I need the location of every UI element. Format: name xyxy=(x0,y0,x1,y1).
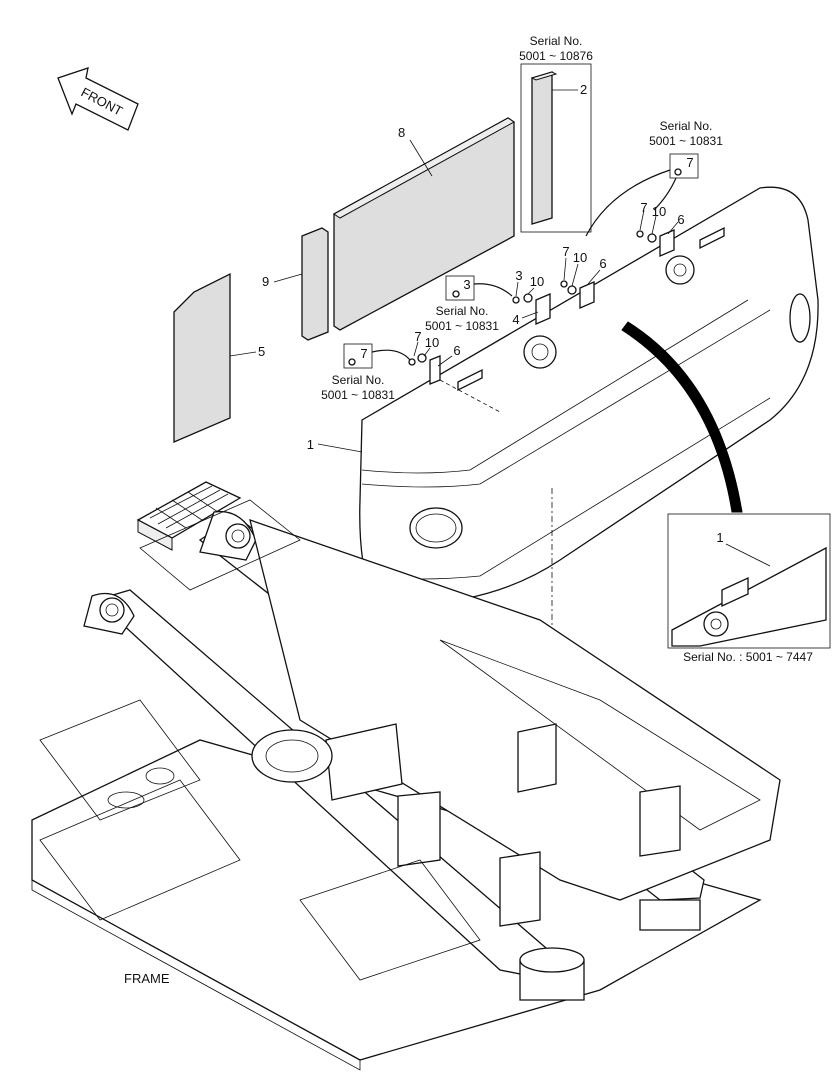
part-number-5: 5 xyxy=(258,344,265,359)
frame-structure xyxy=(31,499,781,1071)
pad-part-2: 2 xyxy=(530,71,587,225)
pad-part-8: 8 xyxy=(333,117,515,331)
callout-3: 3 Serial No. 5001 ~ 10831 xyxy=(425,275,513,333)
part-number-2: 2 xyxy=(580,82,587,97)
part-number-3b: 3 xyxy=(515,268,522,283)
callout-7-right-number: 7 xyxy=(686,155,693,170)
part-number-10b: 10 xyxy=(530,274,544,289)
step-plate xyxy=(136,481,242,551)
frame-label: FRAME xyxy=(124,971,170,986)
detail-pointer xyxy=(621,321,743,513)
front-arrow: FRONT xyxy=(57,67,139,131)
callout-7-left: 7 Serial No. 5001 ~ 10831 xyxy=(321,343,411,402)
part-number-4: 4 xyxy=(512,312,519,327)
serial-title: Serial No. xyxy=(660,119,713,133)
serial-range: 5001 ~ 10831 xyxy=(321,388,395,402)
detail-inset: 1 Serial No. : 5001 ~ 7447 xyxy=(667,513,831,664)
part-number-6c: 6 xyxy=(677,212,684,227)
part-number-10c: 10 xyxy=(573,250,587,265)
serial-title: Serial No. xyxy=(436,304,489,318)
callout-7-right: Serial No. 5001 ~ 10831 7 xyxy=(585,119,723,237)
detail-part-number-1: 1 xyxy=(716,530,723,545)
pad-part-9: 9 xyxy=(262,227,329,341)
part-number-6a: 6 xyxy=(453,343,460,358)
part-number-7c: 7 xyxy=(640,200,647,215)
callout-3-number: 3 xyxy=(463,277,470,292)
serial-title: Serial No. xyxy=(332,373,385,387)
hardware-middle: 3 10 4 7 10 6 xyxy=(512,244,607,327)
part-number-9: 9 xyxy=(262,274,269,289)
part-number-10d: 10 xyxy=(652,204,666,219)
counterweight-part-1: 1 xyxy=(307,186,819,605)
serial-range: 5001 ~ 10831 xyxy=(649,134,723,148)
part-number-10a: 10 xyxy=(425,335,439,350)
serial-range: 5001 ~ 10876 xyxy=(519,49,593,63)
serial-box-part-2: Serial No. 5001 ~ 10876 xyxy=(519,34,593,233)
part-number-7b: 7 xyxy=(562,244,569,259)
callout-7-left-number: 7 xyxy=(360,346,367,361)
serial-range: 5001 ~ 10831 xyxy=(425,319,499,333)
hardware-right: 7 10 6 xyxy=(636,200,685,257)
part-number-6b: 6 xyxy=(599,256,606,271)
detail-serial: Serial No. : 5001 ~ 7447 xyxy=(683,650,813,664)
part-number-7a: 7 xyxy=(414,329,421,344)
part-number-8: 8 xyxy=(398,125,405,140)
serial-title: Serial No. xyxy=(530,34,583,48)
part-number-1: 1 xyxy=(307,437,314,452)
pad-part-5: 5 xyxy=(173,272,265,443)
